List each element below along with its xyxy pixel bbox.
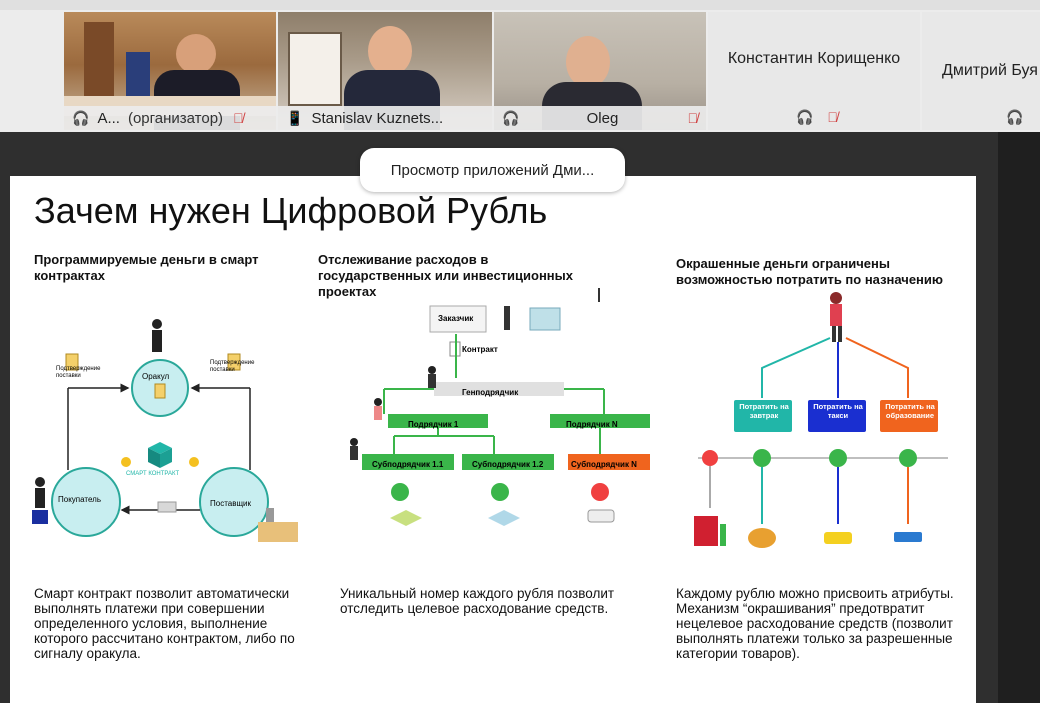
confirm-left-label: Подтверждение поставки (56, 366, 101, 379)
text-cursor (598, 288, 600, 302)
col2-description: Уникальный номер каждого рубля позволит … (340, 586, 615, 616)
mic-off-icon[interactable]: 🎙̸ (687, 110, 699, 126)
spend-breakfast-label: Потратить на завтрак (739, 402, 789, 420)
col2-heading: Отслеживание расходов в государственных … (318, 252, 573, 299)
subcontractor-n-label: Подрядчик N (566, 420, 618, 429)
mic-off-icon[interactable]: 🎙̸ (827, 109, 838, 125)
participant-tile-2[interactable]: 📱 Stanislav Kuznets... (278, 12, 492, 130)
participant-name: А... (97, 109, 120, 127)
participant-role: (организатор) (127, 109, 224, 127)
spend-education-label: Потратить на образование (885, 402, 935, 420)
col1-heading: Программируемые деньги в смарт контракта… (34, 252, 259, 283)
customer-label: Заказчик (438, 314, 474, 323)
expense-tracking-diagram (350, 305, 650, 526)
supplier-label: Поставщик (210, 499, 252, 508)
participant-namebar: 🎧 Oleg 🎙̸ (494, 106, 706, 130)
subsub-1-2-label: Субподрядчик 1.2 (472, 460, 544, 469)
participant-tile-5[interactable]: Дмитрий Буя 🎧 (922, 12, 1040, 130)
participant-tile-3[interactable]: 🎧 Oleg 🎙̸ (494, 12, 706, 130)
app-view-tooltip[interactable]: Просмотр приложений Дми... (360, 148, 625, 192)
contract-label: Контракт (462, 345, 498, 354)
slide-title: Зачем нужен Цифровой Рубль (34, 190, 548, 231)
phone-icon: 📱 (286, 109, 304, 126)
spend-taxi-label: Потратить на такси (813, 402, 863, 420)
subsub-1-1-label: Субподрядчик 1.1 (372, 460, 444, 469)
confirm-right-label: Подтверждение поставки (210, 360, 255, 373)
participant-tile-1[interactable]: 🎧 А... (организатор) 🎙̸ (64, 12, 276, 130)
headset-icon: 🎧 (502, 109, 520, 126)
participant-namebar: 🎧 А... (организатор) 🎙̸ (64, 106, 276, 130)
shared-slide: Зачем нужен Цифровой Рубль Программируем… (10, 176, 976, 703)
headset-icon: 🎧 (1006, 109, 1024, 125)
oracle-label: Оракул (142, 372, 170, 381)
smart-contract-diagram (32, 319, 298, 542)
participant-name: Дмитрий Буя (942, 62, 1038, 79)
col3-heading: Окрашенные деньги ограничены возможность… (676, 256, 944, 287)
colored-money-diagram (694, 292, 948, 548)
mic-off-icon[interactable]: 🎙̸ (233, 110, 244, 126)
top-strip (0, 0, 1040, 10)
participant-name: Oleg (586, 109, 619, 127)
participants-bar: 🎧 А... (организатор) 🎙̸ 📱 Stanislav Kuzn… (0, 0, 1040, 132)
participant-tile-4[interactable]: Константин Корищенко 🎧 🎙̸ (708, 12, 920, 130)
participant-name: Stanislav Kuznets... (311, 109, 444, 127)
participant-namebar: 📱 Stanislav Kuznets... (278, 106, 492, 130)
right-panel (998, 132, 1040, 703)
smart-contract-label: СМАРТ КОНТРАКТ (126, 471, 180, 477)
col3-description: Каждому рублю можно присвоить атрибуты. … (676, 586, 954, 661)
col1-description: Смарт контракт позволит автоматически вы… (34, 586, 295, 661)
subsub-n-label: Субподрядчик N (571, 460, 637, 469)
buyer-label: Покупатель (58, 495, 101, 504)
participant-status: 🎧 🎙̸ (796, 109, 838, 126)
general-contractor-label: Генподрядчик (462, 388, 519, 397)
subcontractor-1-label: Подрядчик 1 (408, 420, 459, 429)
headset-icon: 🎧 (72, 109, 90, 126)
participant-name: Константин Корищенко (727, 50, 901, 67)
headset-icon: 🎧 (796, 109, 814, 125)
